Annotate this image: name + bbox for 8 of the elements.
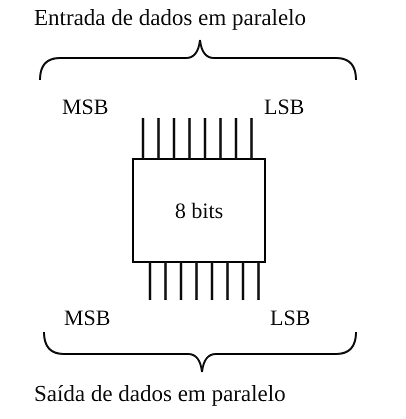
- register-label: 8 bits: [174, 198, 224, 224]
- bit-label: LSB: [264, 96, 304, 118]
- bit-label: MSB: [62, 96, 108, 118]
- bit-label: LSB: [270, 307, 310, 329]
- caption-text: Entrada de dados em paralelo: [34, 6, 306, 29]
- caption-text: Saída de dados em paralelo: [34, 382, 286, 405]
- bit-label: MSB: [64, 307, 110, 329]
- register-box: [132, 158, 266, 263]
